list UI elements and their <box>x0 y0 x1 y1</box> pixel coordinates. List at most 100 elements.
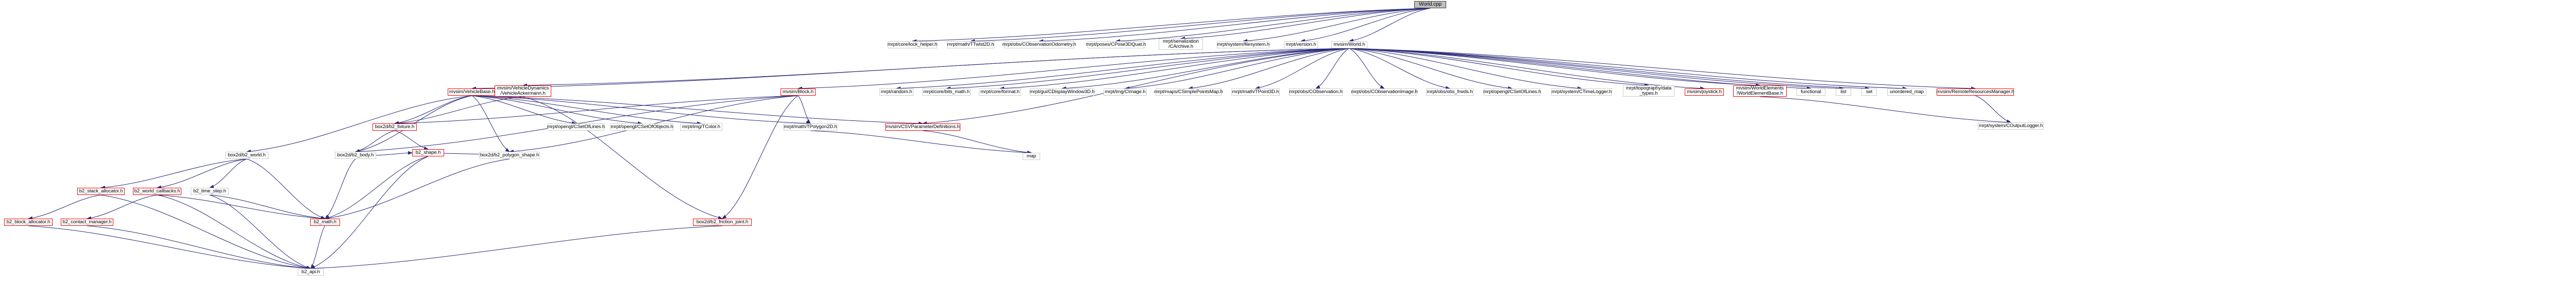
graph-node[interactable]: mrpt/img/CImage.h <box>1104 88 1147 96</box>
graph-node[interactable]: mrpt/maps/CSimplePointsMap.h <box>1154 88 1223 96</box>
graph-node[interactable]: b2_shape.h <box>412 149 444 156</box>
graph-node[interactable]: mrpt/opengl/CSetOfLines.h <box>1483 88 1541 96</box>
graph-node[interactable]: box2d/b2_fixture.h <box>372 123 417 131</box>
graph-edge <box>1061 48 1350 91</box>
graph-edge <box>922 48 1350 125</box>
graph-node[interactable]: mrpt/math/TPoint3D.h <box>1231 88 1280 96</box>
graph-node[interactable]: box2d/b2_body.h <box>335 152 376 159</box>
graph-edge <box>1349 48 1385 89</box>
graph-edge <box>310 225 326 269</box>
graph-edge <box>246 158 326 219</box>
graph-edge <box>1349 48 1513 90</box>
graph-node[interactable]: mvsim/Block.h <box>781 88 816 96</box>
graph-edge <box>1349 48 1844 91</box>
graph-edge <box>325 158 356 219</box>
graph-node[interactable]: map <box>1023 153 1040 160</box>
graph-node[interactable]: box2d/b2_polygon_shape.h <box>479 152 540 159</box>
graph-node[interactable]: b2_stack_allocator.h <box>77 188 125 195</box>
graph-edge <box>394 96 523 125</box>
graph-node[interactable]: mvsim/VehicleBase.h <box>448 88 496 96</box>
graph-edge <box>1039 8 1431 43</box>
graph-node[interactable]: mrpt/system/CTimeLogger.h <box>1551 88 1612 96</box>
graph-node[interactable]: mvsim/VehicleDynamics /VehicleAckermann.… <box>495 85 551 97</box>
graph-edge <box>1349 48 1907 91</box>
graph-edge <box>471 95 811 126</box>
graph-node[interactable]: mrpt/serialization /CArchive.h <box>1159 39 1203 50</box>
graph-edge <box>1759 96 2011 124</box>
graph-node[interactable]: mvsim/joystick.h <box>1685 88 1724 96</box>
graph-node[interactable]: mrpt/math/TPolygon2D.h <box>784 123 837 131</box>
graph-node[interactable]: b2_api.h <box>298 269 324 276</box>
graph-node[interactable]: mrpt/opengl/CSetOfObjects.h <box>611 123 673 131</box>
graph-edge <box>896 48 1350 91</box>
graph-edge <box>798 95 811 124</box>
graph-edge <box>157 158 247 189</box>
graph-node[interactable]: mrpt/gui/CDisplayWindow3D.h <box>1029 88 1095 96</box>
graph-node[interactable]: mrpt/version.h <box>1284 41 1318 48</box>
graph-edge <box>28 194 101 220</box>
graph-node[interactable]: mrpt/img/TColor.h <box>680 123 722 131</box>
graph-edge <box>471 95 702 126</box>
graph-edge <box>87 225 311 270</box>
graph-edge <box>471 95 510 152</box>
graph-edge <box>394 130 429 150</box>
graph-node[interactable]: mrpt/random.h <box>879 88 913 96</box>
graph-node[interactable]: box2d/b2_world.h <box>225 152 268 159</box>
graph-node[interactable]: mrpt/obs/CObservationOdometry.h <box>1002 41 1076 48</box>
graph-edge <box>522 96 723 220</box>
graph-edge <box>471 95 577 125</box>
graph-node[interactable]: mrpt/opengl/CSetOfLines.h <box>547 123 605 131</box>
graph-node[interactable]: mrpt/poses/CPose3DQuat.h <box>1086 41 1146 48</box>
graph-edge <box>28 225 311 270</box>
graph-node[interactable]: mrpt/system/COutputLogger.h <box>1978 122 2044 130</box>
graph-node[interactable]: b2_contact_manager.h <box>61 219 113 226</box>
graph-edge <box>1125 48 1350 90</box>
graph-edge <box>1300 8 1431 43</box>
graph-node[interactable]: set <box>1861 88 1877 96</box>
graph-node[interactable]: list <box>1836 88 1851 96</box>
graph-edge <box>1115 8 1431 43</box>
graph-edge <box>970 8 1431 43</box>
graph-edge <box>394 95 799 126</box>
graph-node[interactable]: mrpt/core/lock_helper.h <box>887 41 938 48</box>
graph-edge <box>471 95 923 126</box>
graph-edge <box>810 130 1032 155</box>
graph-node[interactable]: mvsim/World.h <box>1331 41 1367 48</box>
graph-edge <box>1315 48 1350 89</box>
graph-node[interactable]: mvsim/CSVParameterDefinitions.h <box>885 123 960 131</box>
graph-edge <box>209 194 326 220</box>
graph-node[interactable]: box2d/b2_friction_joint.h <box>693 219 752 226</box>
graph-edge <box>1349 48 1811 91</box>
graph-edge <box>394 95 472 125</box>
graph-edge <box>1349 48 1870 91</box>
graph-node[interactable]: b2_world_callbacks.h <box>133 188 181 195</box>
graph-node[interactable]: mrpt/obs/CObservation.h <box>1289 88 1343 96</box>
graph-node[interactable]: b2_time_step.h <box>191 188 229 195</box>
graph-node[interactable]: mvsim/RemoteResourcesManager.h <box>1936 88 2014 96</box>
graph-node[interactable]: b2_math.h <box>310 219 340 226</box>
graph-node[interactable]: mrpt/core/bits_math.h <box>922 88 971 96</box>
graph-node[interactable]: mrpt/obs/obs_frwds.h <box>1426 88 1473 96</box>
graph-edge <box>1255 48 1350 90</box>
graph-edge <box>471 48 1350 91</box>
graph-edge <box>946 48 1350 91</box>
graph-node[interactable]: b2_block_allocator.h <box>4 219 53 226</box>
graph-node[interactable]: mvsim/WorldElements /WorldElementBase.h <box>1733 85 1787 97</box>
graph-node[interactable]: mrpt/core/format.h <box>979 88 1021 96</box>
graph-node[interactable]: mrpt/topography/data _types.h <box>1623 85 1674 97</box>
graph-edge <box>1188 48 1350 90</box>
graph-edge <box>209 158 247 188</box>
graph-edge <box>912 8 1431 43</box>
graph-edge <box>157 194 326 221</box>
graph-edge <box>310 156 429 269</box>
graph-edge <box>1349 8 1431 43</box>
graph-edge <box>246 95 472 153</box>
graph-node[interactable]: mrpt/system/filesystem.h <box>1216 41 1270 48</box>
graph-node[interactable]: mrpt/obs/CObservationImage.h <box>1351 88 1418 96</box>
graph-edge <box>310 225 723 271</box>
graph-node[interactable]: functional <box>1797 88 1825 96</box>
graph-root-node[interactable]: World.cpp <box>1414 1 1446 8</box>
graph-node[interactable]: mrpt/math/TTwist2D.h <box>947 41 994 48</box>
graph-node[interactable]: unordered_map <box>1887 88 1926 96</box>
